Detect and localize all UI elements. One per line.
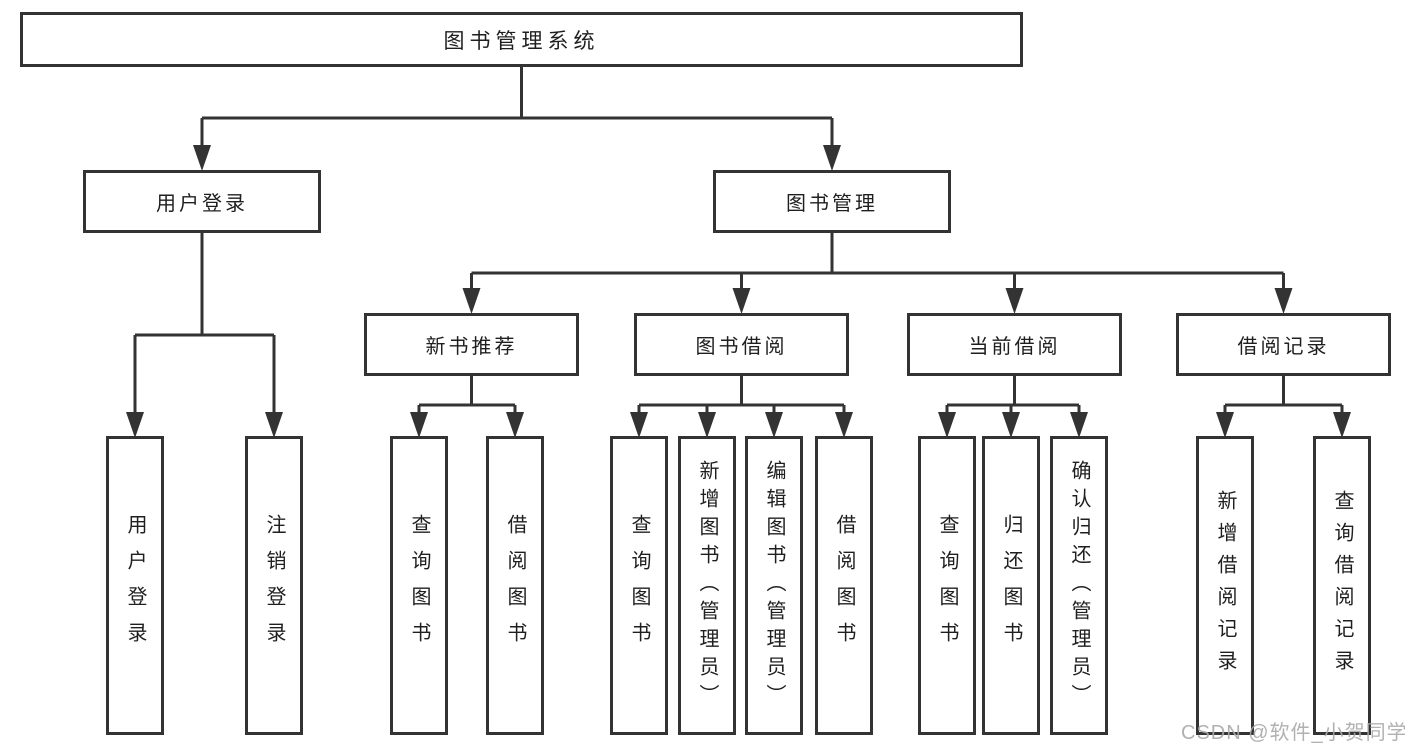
node-leaf-query-books-2-label: 查询图书	[628, 513, 650, 658]
arrowhead	[410, 412, 428, 438]
node-leaf-query-books-3-label: 查询图书	[936, 513, 958, 658]
node-book-management-label: 图书管理	[786, 193, 878, 215]
node-book-borrow: 图书借阅	[634, 313, 849, 376]
node-leaf-query-books-1-label: 查询图书	[408, 513, 430, 658]
node-new-book-recommend-label: 新书推荐	[425, 336, 518, 358]
arrowhead	[823, 145, 841, 171]
node-leaf-add-books-admin: 新增图书（管理员）	[678, 436, 736, 735]
arrowhead	[1005, 288, 1024, 314]
node-user-login: 用户登录	[83, 170, 321, 233]
connector-bookborrow-to-leaves	[637, 376, 846, 416]
node-book-management: 图书管理	[713, 170, 951, 233]
node-leaf-add-borrow-record-label: 新增借阅记录	[1214, 489, 1236, 682]
node-leaf-return-books: 归还图书	[982, 436, 1040, 735]
connector-userlogin-to-leaves	[133, 233, 276, 416]
node-leaf-logout-label: 注销登录	[263, 513, 285, 658]
node-new-book-recommend: 新书推荐	[364, 313, 579, 376]
arrowhead	[265, 412, 283, 438]
arrowhead	[698, 412, 716, 438]
connector-bookmgmt-to-level3	[470, 233, 1285, 292]
arrowhead	[1333, 412, 1351, 438]
arrowhead	[1216, 412, 1234, 438]
node-user-login-label: 用户登录	[156, 193, 248, 215]
node-leaf-confirm-return-admin: 确认归还（管理员）	[1050, 436, 1108, 735]
node-leaf-query-books-1: 查询图书	[390, 436, 448, 735]
connector-newbook-to-leaves	[417, 376, 517, 416]
node-leaf-edit-books-admin: 编辑图书（管理员）	[745, 436, 803, 735]
node-leaf-add-books-admin-label: 新增图书（管理员）	[696, 459, 718, 712]
node-leaf-edit-books-admin-label: 编辑图书（管理员）	[763, 459, 785, 712]
connector-records-to-leaves	[1223, 376, 1344, 416]
arrowhead	[1002, 412, 1020, 438]
node-leaf-confirm-return-admin-label: 确认归还（管理员）	[1068, 459, 1090, 712]
connector-root-to-level2	[200, 67, 834, 150]
node-root-label: 图书管理系统	[443, 29, 600, 53]
node-leaf-borrow-books-1-label: 借阅图书	[504, 513, 526, 658]
node-leaf-query-books-2: 查询图书	[610, 436, 668, 735]
watermark: CSDN @软件_小贺同学	[1181, 722, 1405, 744]
node-leaf-query-books-3: 查询图书	[918, 436, 976, 735]
node-leaf-query-borrow-record-label: 查询借阅记录	[1331, 489, 1353, 682]
node-borrow-records: 借阅记录	[1176, 313, 1391, 376]
node-leaf-borrow-books-2: 借阅图书	[815, 436, 873, 735]
arrowhead	[1274, 288, 1293, 314]
node-root: 图书管理系统	[20, 12, 1023, 67]
connector-currentborrow-to-leaves	[945, 376, 1081, 416]
arrowhead	[193, 145, 211, 171]
node-current-borrow-label: 当前借阅	[968, 336, 1061, 358]
arrowhead	[732, 288, 751, 314]
node-leaf-borrow-books-1: 借阅图书	[486, 436, 544, 735]
node-leaf-query-borrow-record: 查询借阅记录	[1313, 436, 1371, 735]
node-borrow-records-label: 借阅记录	[1237, 336, 1330, 358]
node-leaf-user-login-label: 用户登录	[124, 513, 146, 658]
node-book-borrow-label: 图书借阅	[695, 336, 788, 358]
node-leaf-borrow-books-2-label: 借阅图书	[833, 513, 855, 658]
arrowhead	[765, 412, 783, 438]
node-leaf-add-borrow-record: 新增借阅记录	[1196, 436, 1254, 735]
arrowhead	[462, 288, 481, 314]
arrowhead	[938, 412, 956, 438]
arrowhead	[506, 412, 524, 438]
node-current-borrow: 当前借阅	[907, 313, 1122, 376]
arrowhead	[126, 412, 144, 438]
arrowhead	[1070, 412, 1088, 438]
node-leaf-return-books-label: 归还图书	[1000, 513, 1022, 658]
node-leaf-logout: 注销登录	[245, 436, 303, 735]
arrowhead	[630, 412, 648, 438]
node-leaf-user-login: 用户登录	[106, 436, 164, 735]
arrowhead	[835, 412, 853, 438]
